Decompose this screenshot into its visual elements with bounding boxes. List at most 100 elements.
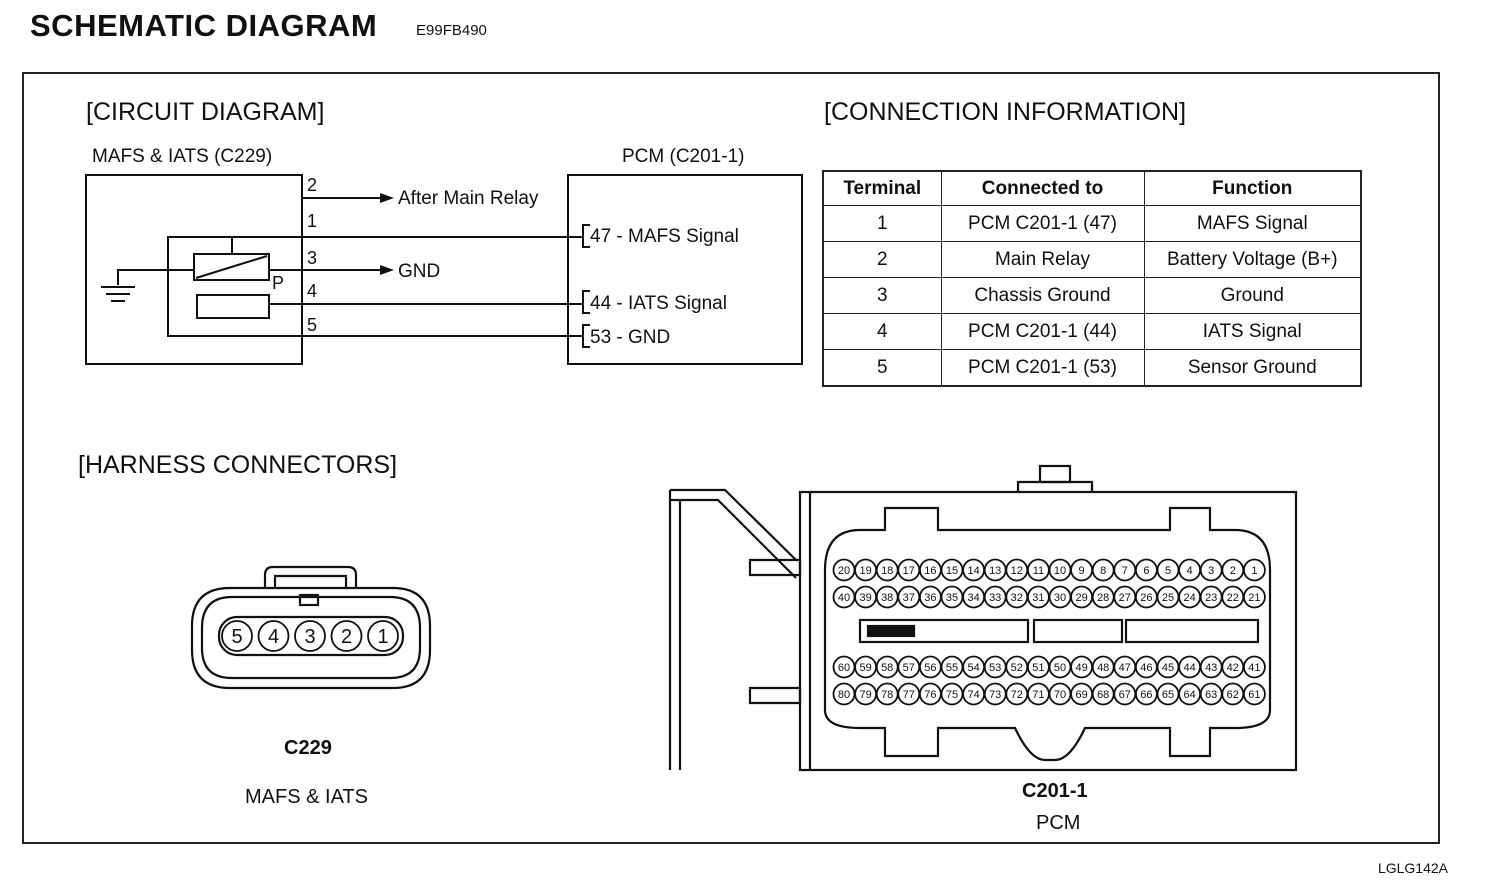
c229-pin: 1 (367, 620, 399, 652)
pcm-pin-47: 47 - MAFS Signal (590, 226, 739, 247)
svg-text:51: 51 (1032, 662, 1044, 674)
sensor-inner-frame (167, 236, 302, 337)
svg-text:14: 14 (967, 565, 979, 577)
c201-pin: 13 (983, 558, 1007, 582)
c201-pin: 18 (875, 558, 899, 582)
svg-text:45: 45 (1162, 662, 1174, 674)
c201-pin: 58 (875, 655, 899, 679)
svg-text:64: 64 (1183, 689, 1195, 701)
svg-text:3: 3 (1208, 565, 1214, 577)
c201-pin: 71 (1027, 682, 1050, 706)
svg-text:57: 57 (903, 662, 915, 674)
pcm-pin-44: 44 - IATS Signal (590, 293, 727, 314)
gnd-label: GND (398, 261, 441, 282)
c201-pin: 70 (1048, 682, 1072, 706)
svg-text:30: 30 (1054, 592, 1066, 604)
svg-text:29: 29 (1075, 592, 1087, 604)
c201-pin: 32 (1005, 585, 1029, 609)
c201-pin: 20 (832, 558, 856, 582)
c201-pin: 80 (832, 682, 856, 706)
c201-pin: 51 (1027, 655, 1050, 679)
c201-pin: 68 (1091, 682, 1115, 706)
c201-pin: 8 (1091, 558, 1115, 582)
svg-text:43: 43 (1205, 662, 1217, 674)
svg-text:11: 11 (1033, 565, 1044, 577)
svg-text:53: 53 (989, 662, 1001, 674)
c229-name: C229 (284, 737, 332, 759)
svg-text:58: 58 (881, 662, 893, 674)
c201-pin: 52 (1005, 655, 1029, 679)
diagram-frame (22, 72, 1440, 844)
svg-text:10: 10 (1054, 565, 1066, 577)
c201-pin: 23 (1199, 585, 1223, 609)
svg-text:9: 9 (1079, 565, 1085, 577)
svg-text:80: 80 (838, 689, 850, 701)
table-row: 3 Chassis Ground Ground (822, 277, 1362, 314)
c229-pin: 5 (221, 620, 253, 652)
c201-pin: 28 (1091, 585, 1115, 609)
c201-pin: 79 (854, 682, 877, 706)
pcm-box (567, 174, 803, 365)
svg-text:48: 48 (1097, 662, 1109, 674)
svg-text:22: 22 (1227, 592, 1239, 604)
svg-text:27: 27 (1119, 592, 1131, 604)
svg-text:38: 38 (881, 592, 893, 604)
function-cell: Sensor Ground (1143, 349, 1362, 387)
c201-pin: 36 (919, 585, 942, 609)
c201-pin: 41 (1243, 655, 1266, 679)
svg-text:16: 16 (924, 565, 936, 577)
svg-text:73: 73 (989, 689, 1001, 701)
svg-text:34: 34 (967, 592, 979, 604)
c229-pin: 3 (294, 620, 326, 652)
svg-text:37: 37 (903, 592, 915, 604)
c201-pin: 37 (897, 585, 921, 609)
c201-pin: 5 (1156, 558, 1180, 582)
c201-desc: PCM (1036, 812, 1081, 834)
c201-pin: 57 (897, 655, 921, 679)
function-cell: MAFS Signal (1143, 205, 1362, 242)
circuit-diagram-title: [CIRCUIT DIAGRAM] (86, 98, 325, 126)
c201-pin: 26 (1135, 585, 1158, 609)
svg-text:59: 59 (859, 662, 871, 674)
c229-connector (190, 565, 432, 690)
svg-text:60: 60 (838, 662, 850, 674)
c201-pin: 76 (919, 682, 942, 706)
c201-pin: 60 (832, 655, 856, 679)
sensor-pin-2: 2 (307, 175, 318, 195)
c201-pin: 21 (1243, 585, 1266, 609)
svg-text:50: 50 (1054, 662, 1066, 674)
svg-text:23: 23 (1205, 592, 1217, 604)
svg-text:44: 44 (1183, 662, 1195, 674)
svg-text:4: 4 (268, 626, 279, 648)
c201-pin: 30 (1048, 585, 1072, 609)
connected-to-cell: PCM C201-1 (53) (940, 349, 1145, 387)
c201-pin: 1 (1243, 558, 1266, 582)
c201-pin: 62 (1221, 682, 1245, 706)
svg-text:75: 75 (946, 689, 958, 701)
table-row: 5 PCM C201-1 (53) Sensor Ground (822, 349, 1362, 387)
c229-desc: MAFS & IATS (245, 786, 368, 808)
c201-pin: 29 (1070, 585, 1093, 609)
c201-pin: 72 (1005, 682, 1029, 706)
c201-pin: 11 (1027, 558, 1050, 582)
c201-pin: 2 (1221, 558, 1245, 582)
header-connected-to: Connected to (940, 170, 1145, 206)
c201-pin: 31 (1027, 585, 1050, 609)
c201-pin: 38 (875, 585, 899, 609)
svg-text:1: 1 (1251, 565, 1257, 577)
c201-pin: 40 (832, 585, 856, 609)
c201-pin: 55 (940, 655, 964, 679)
c201-pin: 14 (962, 558, 985, 582)
c201-connector (668, 464, 1298, 772)
sensor-pin-3: 3 (307, 248, 318, 268)
c229-pin: 2 (330, 620, 363, 652)
svg-text:76: 76 (924, 689, 936, 701)
svg-text:28: 28 (1097, 592, 1109, 604)
svg-text:41: 41 (1248, 662, 1260, 674)
sensor-pin-4: 4 (307, 281, 318, 301)
header-terminal: Terminal (822, 170, 942, 206)
svg-text:66: 66 (1140, 689, 1152, 701)
svg-text:49: 49 (1075, 662, 1087, 674)
svg-text:79: 79 (859, 689, 871, 701)
